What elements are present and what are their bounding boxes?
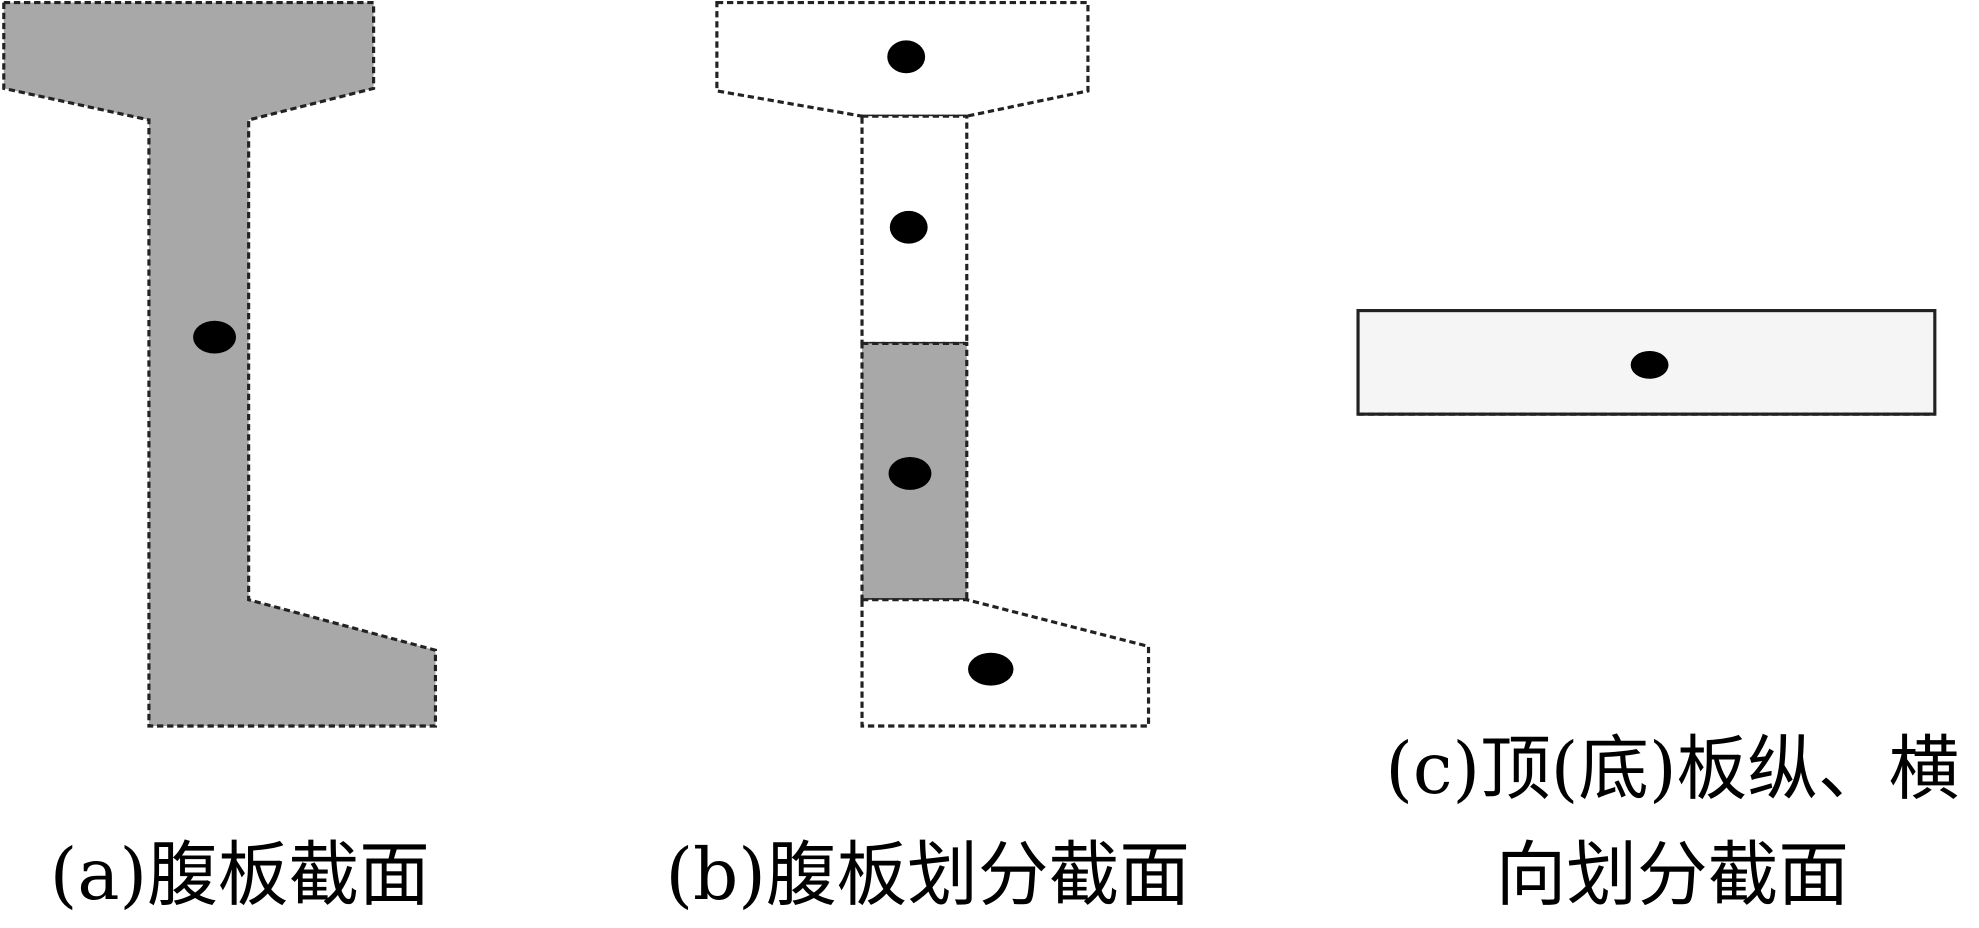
- i-beam-section: [2, 0, 438, 728]
- web-section-a: (a)腹板截面: [2, 0, 438, 916]
- centroid-dot: [968, 652, 1014, 686]
- caption-c-line2: 向划分截面: [1496, 833, 1849, 916]
- slab-section-c: (c)顶(底)板纵、横 向划分截面: [1356, 309, 1959, 916]
- caption-a: (a)腹板截面: [50, 833, 430, 916]
- caption-c-line1: (c)顶(底)板纵、横: [1385, 727, 1959, 810]
- centroid-dot: [889, 210, 928, 244]
- centroid-dot: [887, 40, 926, 74]
- centroid-dot: [193, 320, 237, 354]
- centroid-dot: [1630, 350, 1669, 379]
- web-section-b: (b)腹板划分截面: [665, 0, 1190, 916]
- centroid-dot: [888, 457, 932, 490]
- caption-b: (b)腹板划分截面: [665, 833, 1189, 916]
